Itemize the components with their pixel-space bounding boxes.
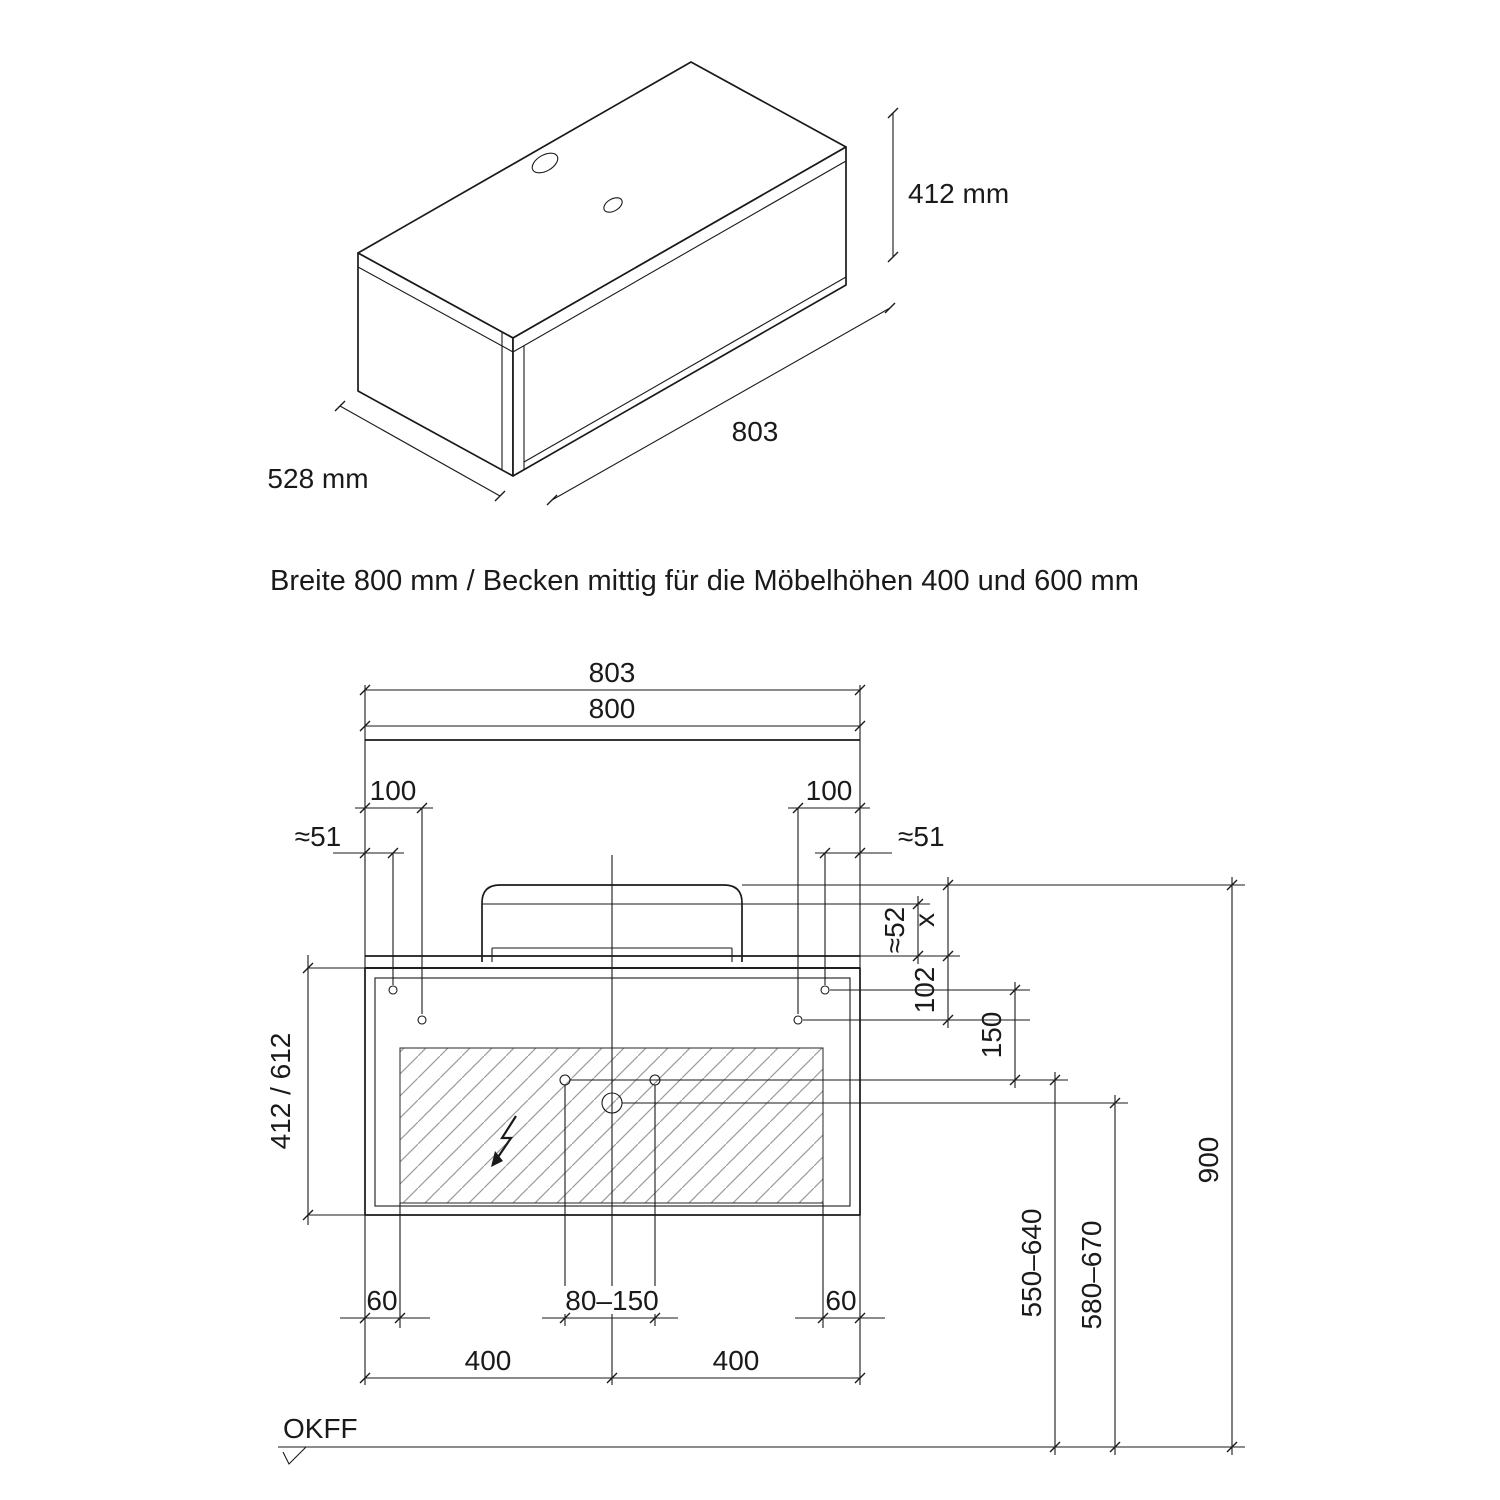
floor-level-mark-icon bbox=[282, 1446, 307, 1465]
dim-150-label: 150 bbox=[976, 1012, 1007, 1059]
dim-52-label: ≈52 bbox=[879, 907, 910, 954]
basin-base-line bbox=[491, 947, 733, 962]
label-mask bbox=[558, 1286, 666, 1314]
dim-80-150-label: 80–150 bbox=[565, 1285, 658, 1316]
dim-51-right-label: ≈51 bbox=[898, 821, 945, 852]
cabinet-outer-box bbox=[364, 967, 861, 1216]
dim-60-right-label: 60 bbox=[825, 1285, 856, 1316]
dim-100-right-label: 100 bbox=[806, 775, 853, 806]
dim-400-left-label: 400 bbox=[465, 1345, 512, 1376]
ext-51-verticals bbox=[392, 853, 826, 985]
dim-x-label: x bbox=[909, 913, 940, 927]
dimension-ticks bbox=[302, 107, 1238, 1453]
iso-width-label: 803 bbox=[732, 416, 779, 447]
iso-depth-label: 528 mm bbox=[267, 463, 368, 494]
drawing-subtitle: Breite 800 mm / Becken mittig für die Mö… bbox=[270, 565, 1139, 597]
fixing-hole-right-lower bbox=[793, 1015, 803, 1025]
drawer-reveal-bottom bbox=[523, 276, 847, 463]
ext-100-verticals bbox=[421, 808, 799, 1014]
isometric-view: 412 mm 803 528 mm bbox=[267, 61, 1009, 501]
iso-depth-dim-line bbox=[339, 405, 501, 497]
fixing-hole-left-upper bbox=[388, 985, 398, 995]
drain-hole-icon bbox=[603, 197, 623, 213]
ext-supply-verticals bbox=[564, 1085, 656, 1326]
iso-width-dim-line bbox=[551, 307, 891, 501]
okff-label: OKFF bbox=[283, 1413, 358, 1444]
dim-100-left-label: 100 bbox=[370, 775, 417, 806]
dim-800-label: 800 bbox=[589, 693, 636, 724]
cabinet-front-face bbox=[512, 146, 847, 477]
fixing-hole-right-upper bbox=[820, 985, 830, 995]
dim-51-left-label: ≈51 bbox=[295, 821, 342, 852]
dim-550-640-label: 550–640 bbox=[1016, 1208, 1047, 1317]
dim-102-label: 102 bbox=[909, 967, 940, 1014]
dim-60-left-label: 60 bbox=[366, 1285, 397, 1316]
dim-900-label: 900 bbox=[1193, 1137, 1224, 1184]
front-elevation-view: 803 800 100 100 ≈51 ≈51 412 / 612 ≈52 x … bbox=[265, 107, 1245, 1465]
ext-hatch-verticals bbox=[399, 1203, 824, 1328]
dim-803-label: 803 bbox=[589, 657, 636, 688]
dim-580-670-label: 580–670 bbox=[1076, 1220, 1107, 1329]
countertop-edge-line bbox=[357, 160, 847, 353]
dim-line-height bbox=[307, 955, 365, 1225]
dim-height-label: 412 / 612 bbox=[265, 1033, 296, 1150]
electrical-bolt-arrowhead bbox=[491, 1151, 503, 1167]
cabinet-inner-box bbox=[374, 977, 851, 1207]
electrical-bolt-icon bbox=[495, 1115, 517, 1161]
basin-outline bbox=[481, 884, 743, 962]
iso-height-label: 412 mm bbox=[908, 178, 1009, 209]
dim-400-right-label: 400 bbox=[713, 1345, 760, 1376]
faucet-hole-icon bbox=[531, 152, 559, 174]
fixing-hole-left-lower bbox=[417, 1015, 427, 1025]
